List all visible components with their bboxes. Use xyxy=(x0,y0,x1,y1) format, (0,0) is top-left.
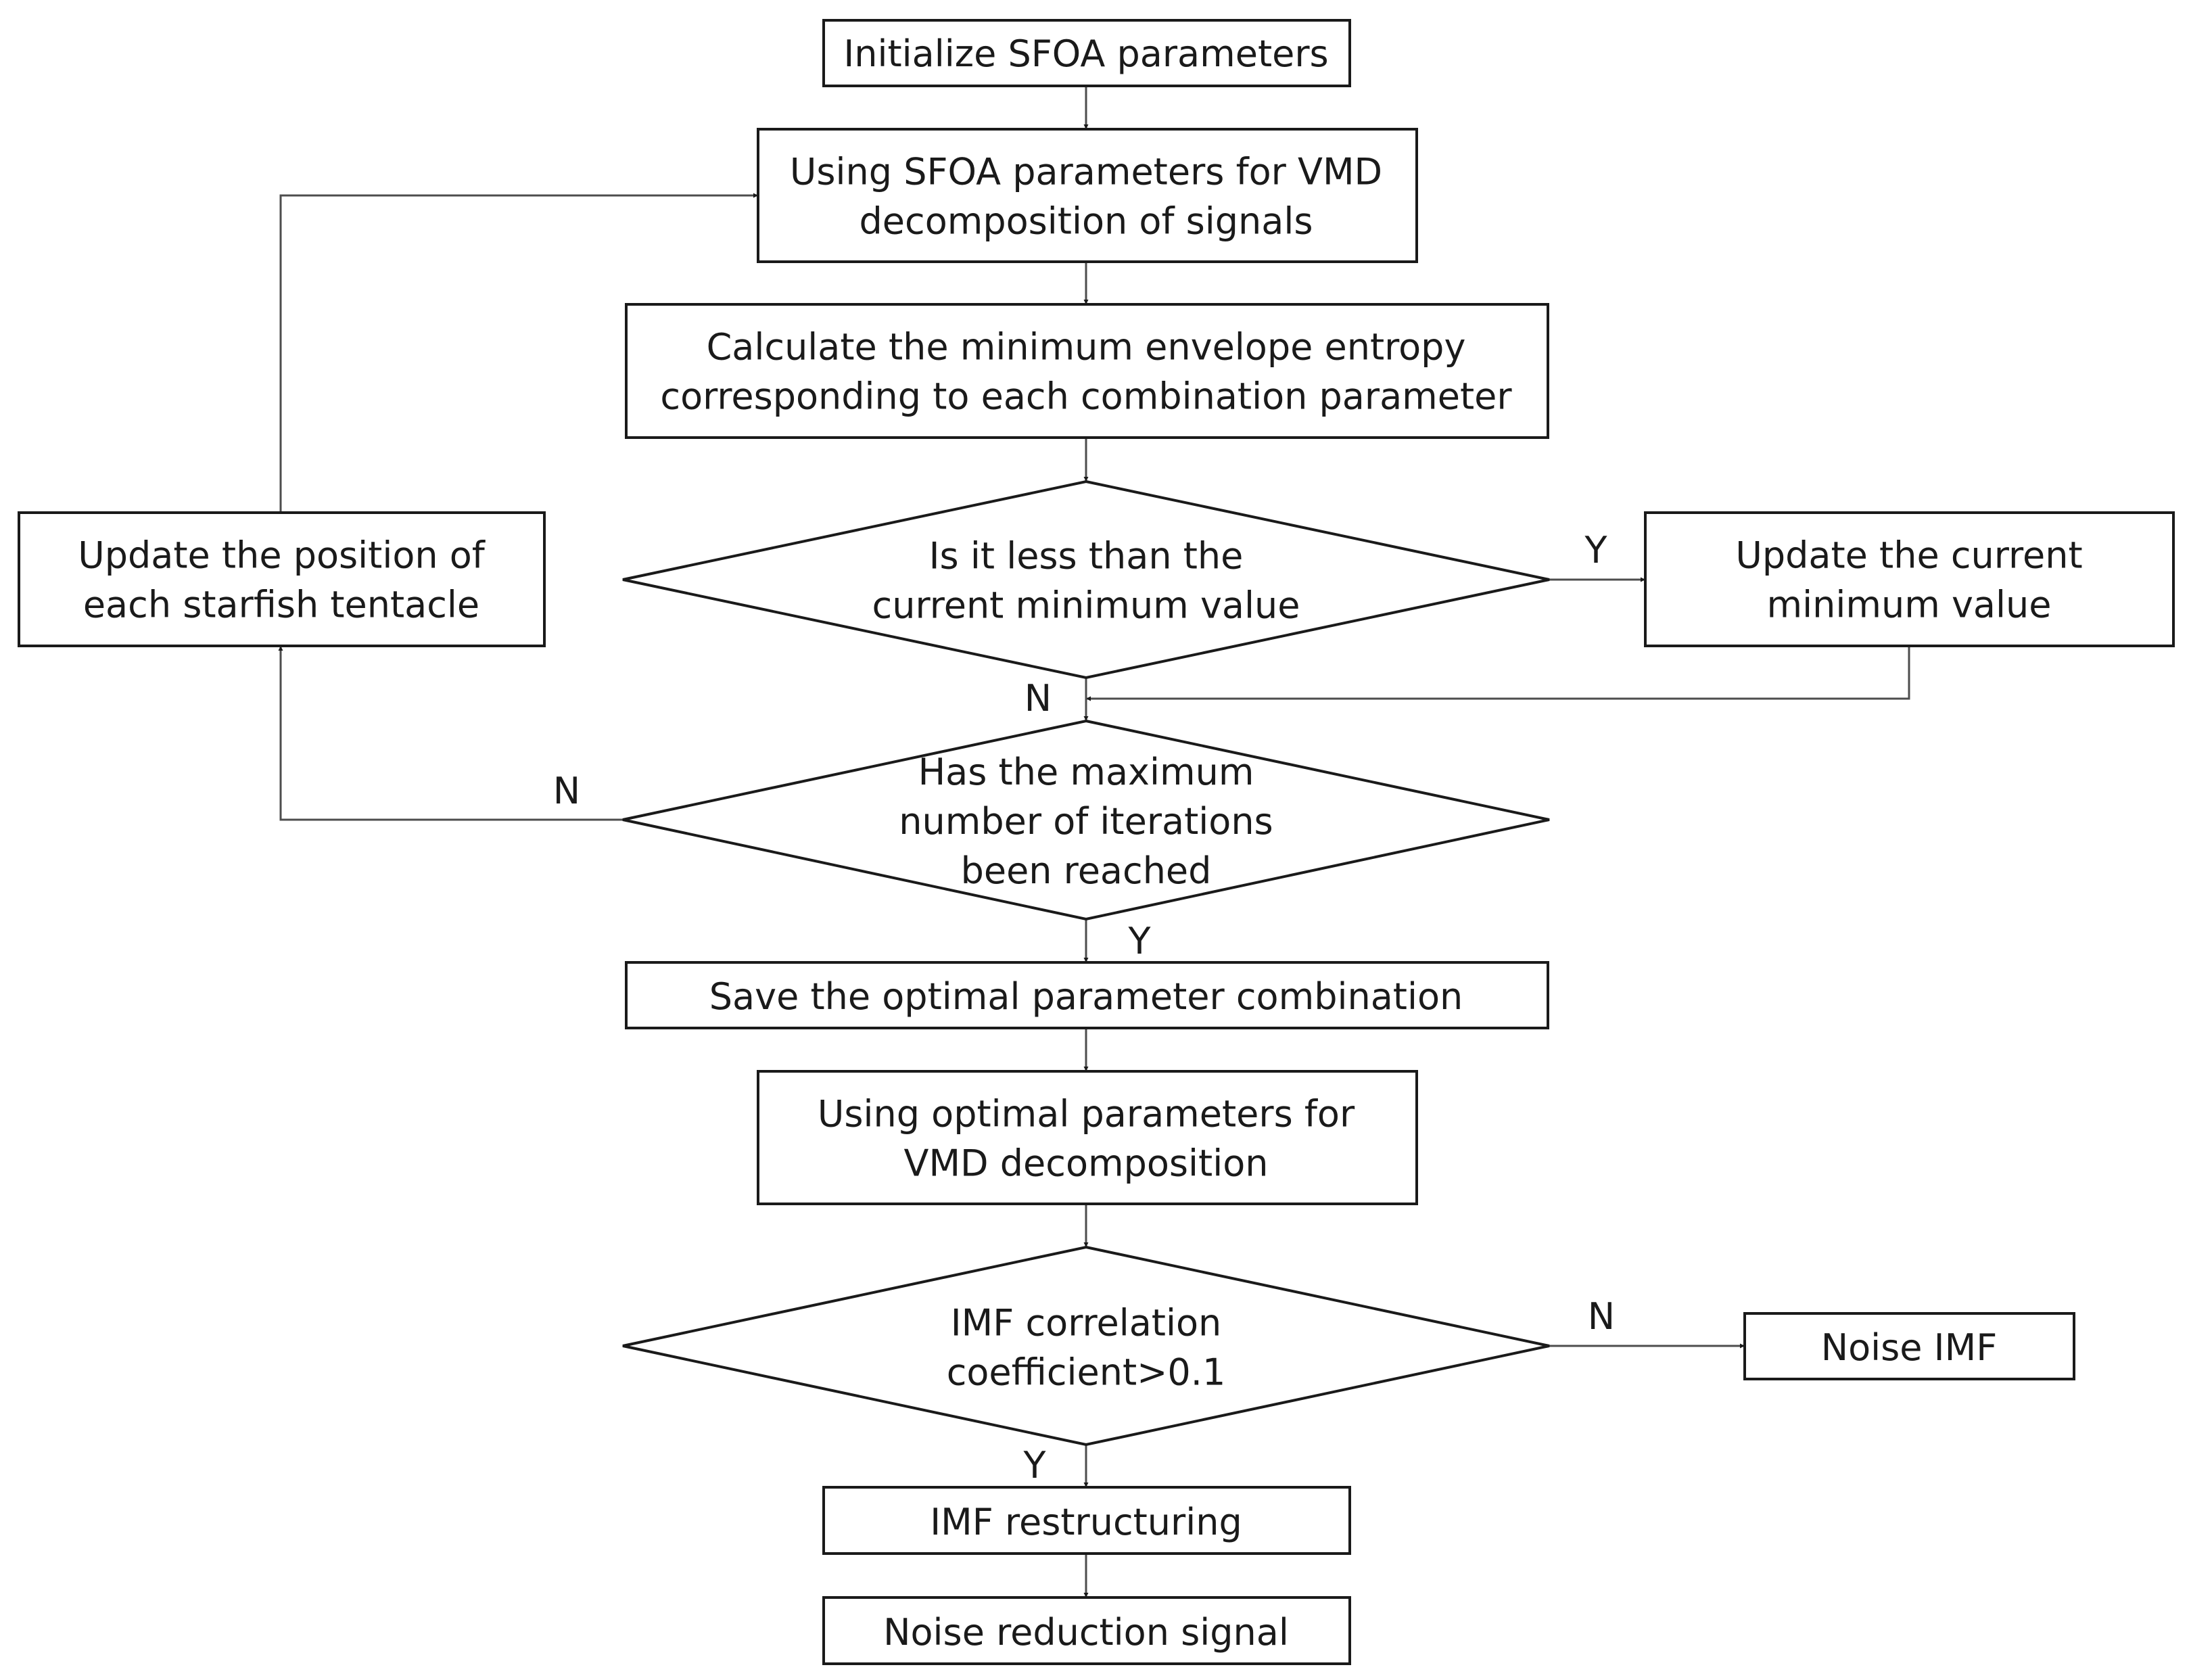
calc-min-envelope-entropy-box: Calculate the minimum envelope entropy co… xyxy=(625,303,1549,439)
node-label-line: Noise IMF xyxy=(1821,1326,1998,1369)
imf-correlation-decision: IMF correlation coefficient>0.1 xyxy=(622,1245,1550,1447)
node-label-line: been reached xyxy=(961,849,1212,892)
vmd-sfoa-decomposition-box: Using SFOA parameters for VMD decompositi… xyxy=(757,128,1418,263)
node-label-line: minimum value xyxy=(1767,584,2052,626)
edge-label-corr-no: N xyxy=(1588,1295,1615,1338)
node-label-line: corresponding to each combination parame… xyxy=(660,375,1512,418)
save-optimal-combination-box: Save the optimal parameter combination xyxy=(625,961,1549,1029)
node-label-line: decomposition of signals xyxy=(860,200,1313,243)
svg-text:Calculate the minimum envelope: Calculate the minimum envelope entropy co… xyxy=(660,326,1512,418)
node-label-line: Using optimal parameters for xyxy=(818,1093,1355,1136)
svg-text:Noise IMF: Noise IMF xyxy=(1821,1326,1998,1369)
node-label-line: Update the position of xyxy=(78,534,486,577)
node-label-line: Calculate the minimum envelope entropy xyxy=(707,326,1466,369)
node-label-line: Save the optimal parameter combination xyxy=(709,975,1463,1018)
node-label-line: IMF correlation xyxy=(951,1302,1222,1345)
svg-text:Noise reduction signal: Noise reduction signal xyxy=(883,1611,1289,1654)
edge-label-less-yes: Y xyxy=(1584,529,1608,571)
edge-label-less-no: N xyxy=(1025,677,1052,720)
init-params-box: Initialize SFOA parameters xyxy=(822,19,1351,87)
max-iterations-decision: Has the maximum number of iterations been … xyxy=(622,719,1550,921)
node-label-line: current minimum value xyxy=(872,584,1300,627)
connector-update-min-return xyxy=(1086,646,1910,701)
edge-label-iter-yes: Y xyxy=(1128,920,1152,962)
node-label-line: IMF restructuring xyxy=(930,1501,1242,1543)
node-label-line: coefficient>0.1 xyxy=(947,1351,1226,1394)
less-than-min-decision: Is it less than the current minimum value xyxy=(622,480,1550,680)
update-current-min-box: Update the current minimum value xyxy=(1644,511,2175,647)
connector-update-pos-loop xyxy=(279,193,758,513)
node-label-line: each starfish tentacle xyxy=(83,584,479,626)
edge-label-corr-yes: Y xyxy=(1023,1444,1047,1487)
connectors xyxy=(278,86,1910,1597)
svg-text:IMF restructuring: IMF restructuring xyxy=(930,1501,1242,1543)
connector-iter-no-to-update-pos xyxy=(278,646,623,821)
node-label-line: Using SFOA parameters for VMD xyxy=(790,151,1382,193)
svg-text:Save the optimal parameter com: Save the optimal parameter combination xyxy=(709,975,1463,1018)
edge-label-iter-no: N xyxy=(553,770,580,812)
update-tentacle-position-box: Update the position of each starfish tent… xyxy=(18,511,546,647)
node-label-line: number of iterations xyxy=(899,800,1273,843)
node-label-line: VMD decomposition xyxy=(904,1142,1269,1185)
noise-imf-box: Noise IMF xyxy=(1743,1312,2075,1380)
node-label-line: Initialize SFOA parameters xyxy=(843,32,1328,75)
imf-restructuring-box: IMF restructuring xyxy=(822,1486,1351,1555)
node-label-line: Update the current xyxy=(1735,534,2082,577)
node-label-line: Has the maximum xyxy=(918,751,1254,793)
node-label-line: Noise reduction signal xyxy=(883,1611,1289,1654)
node-label-line: Is it less than the xyxy=(929,535,1244,578)
svg-text:Initialize SFOA parameters: Initialize SFOA parameters xyxy=(843,32,1328,75)
noise-reduction-signal-box: Noise reduction signal xyxy=(822,1596,1351,1665)
